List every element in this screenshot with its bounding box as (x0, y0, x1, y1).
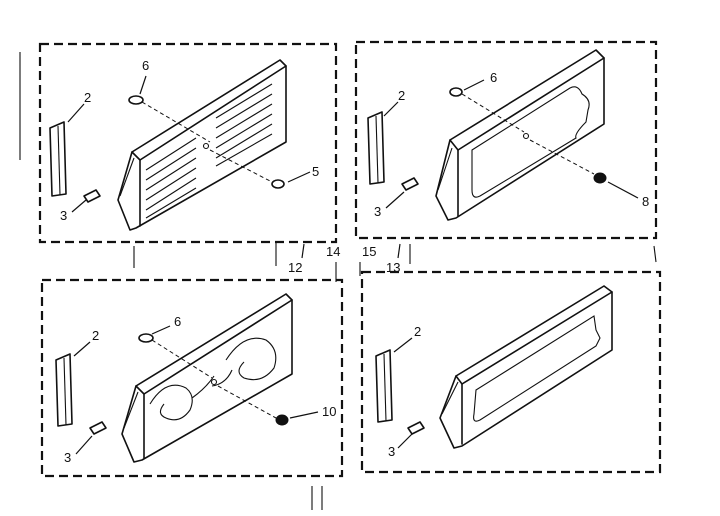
pin-part (407, 421, 425, 435)
framed-panel (435, 49, 605, 221)
callout-label: 6 (142, 58, 149, 73)
center-hole (210, 378, 218, 386)
callout-label: 3 (64, 450, 71, 465)
edge-mark (653, 245, 657, 263)
pin-part (89, 421, 107, 435)
callout-label: 6 (174, 314, 181, 329)
end-cap-bracket (375, 349, 393, 423)
window-frame (473, 315, 601, 422)
callout-label: 2 (92, 328, 99, 343)
group-labels: 12 14 15 13 (275, 242, 411, 282)
pin-part (83, 189, 101, 203)
callout-label: 3 (60, 208, 67, 223)
screw-part (128, 95, 144, 105)
callout-label: 8 (642, 194, 649, 209)
panel-box-top-left (38, 42, 338, 244)
end-cap-bracket (367, 111, 385, 185)
pin-part (401, 177, 419, 191)
group-label: 12 (288, 260, 302, 275)
callout-label: 6 (490, 70, 497, 85)
group-label: 14 (326, 244, 340, 259)
panel-box-bottom-right (360, 270, 662, 474)
louver-panel (117, 59, 287, 231)
screw-part (275, 414, 289, 426)
group-label: 13 (386, 260, 400, 275)
screw-part (449, 87, 463, 97)
screw-part (138, 333, 154, 343)
callout-label: 2 (414, 324, 421, 339)
window-frame (471, 86, 590, 198)
end-cap-bracket (55, 353, 73, 427)
heart-cutout (149, 384, 193, 421)
screw-part (593, 172, 607, 184)
screw-part (271, 179, 285, 189)
callout-label: 10 (322, 404, 336, 419)
callout-label: 3 (388, 444, 395, 459)
callout-label: 3 (374, 204, 381, 219)
callout-label: 2 (84, 90, 91, 105)
heart-cutout (225, 337, 277, 381)
louver-slats-left (145, 137, 197, 219)
center-hole (202, 142, 210, 150)
center-hole (522, 132, 530, 140)
plain-framed-panel (439, 285, 613, 449)
panel-box-top-right (354, 40, 658, 240)
panel-box-bottom-left (40, 278, 344, 478)
callout-label: 5 (312, 164, 319, 179)
callout-label: 2 (398, 88, 405, 103)
group-label: 15 (362, 244, 376, 259)
end-cap-bracket (49, 121, 67, 197)
louver-slats-right (215, 83, 273, 167)
heart-panel (121, 293, 293, 463)
